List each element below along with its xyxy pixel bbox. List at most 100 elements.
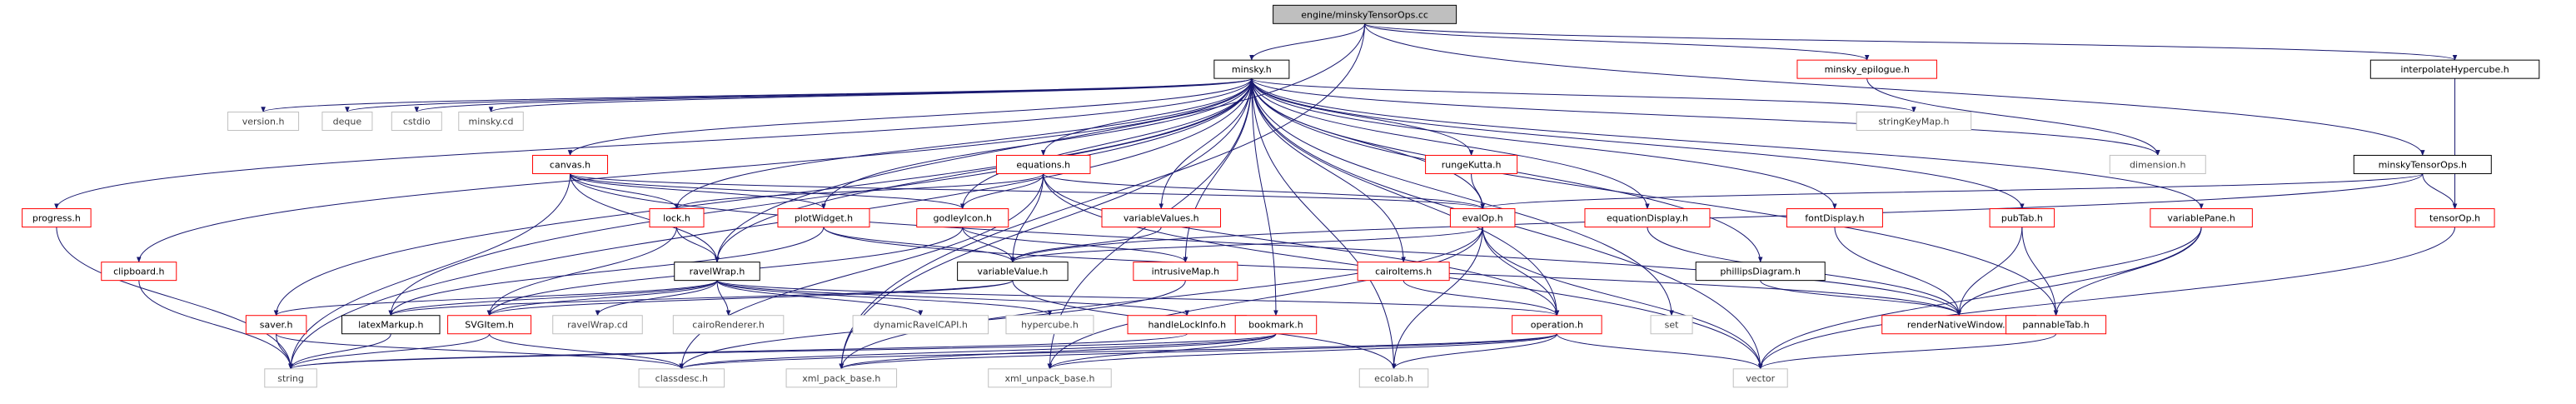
edge-variableValue_h-to-latexMarkup_h xyxy=(388,280,1014,317)
node-label: deque xyxy=(333,117,362,127)
node-box xyxy=(1786,208,1883,228)
node-pannableTab-h[interactable]: pannableTab.h xyxy=(2005,315,2107,335)
node-box xyxy=(1357,262,1450,282)
node-box xyxy=(264,368,317,388)
node-box xyxy=(1796,59,1937,79)
node-tensorOp-h[interactable]: tensorOp.h xyxy=(2414,208,2495,228)
node-box xyxy=(1650,315,1693,335)
edge-equations_h-to-godleyIcon_h xyxy=(959,173,1044,210)
node-canvas-h[interactable]: canvas.h xyxy=(532,154,609,174)
node-plotWidget-h[interactable]: plotWidget.h xyxy=(777,208,870,228)
node-equations-h[interactable]: equations.h xyxy=(995,154,1091,174)
node-label: rungeKutta.h xyxy=(1442,159,1502,170)
node-variablePane-h[interactable]: variablePane.h xyxy=(2150,208,2253,228)
node-minskyTensorOps-h[interactable]: minskyTensorOps.h xyxy=(2353,154,2492,174)
header-nodes: engine/minskyTensorOps.cc minsky.h minsky_… xyxy=(22,4,2540,388)
node-box xyxy=(101,262,177,282)
node-box xyxy=(2150,208,2253,228)
edge-variableValues_h-to-variableValue_h xyxy=(1010,227,1162,263)
edge-evalOp_h-to-variableValue_h xyxy=(1010,227,1483,263)
edge-SVGItem_h-to-classdesc_h xyxy=(489,333,685,370)
edge-equations_h-to-lock_h xyxy=(674,173,1044,210)
node-label: pannableTab.h xyxy=(2022,320,2089,331)
node-box xyxy=(1234,315,1318,335)
edge-minsky_h-to-minsky_cd xyxy=(488,77,1253,113)
node-intrusiveMap-h[interactable]: intrusiveMap.h xyxy=(1133,262,1238,282)
node-minsky-epilogue-h[interactable]: minsky_epilogue.h xyxy=(1796,59,1937,79)
node-latexMarkup-h[interactable]: latexMarkup.h xyxy=(341,315,441,335)
node-box xyxy=(995,154,1091,174)
node-progress-h[interactable]: progress.h xyxy=(22,208,92,228)
node-ravelWrap-h[interactable]: ravelWrap.h xyxy=(674,262,760,282)
node-evalOp-h[interactable]: evalOp.h xyxy=(1449,208,1516,228)
dependency-edges xyxy=(54,22,2458,370)
node-equationDisplay-h[interactable]: equationDisplay.h xyxy=(1584,208,1711,228)
node-label: vector xyxy=(1746,373,1775,384)
node-box xyxy=(1695,262,1826,282)
node-fontDisplay-h[interactable]: fontDisplay.h xyxy=(1786,208,1883,228)
node-label: stringKeyMap.h xyxy=(1878,117,1949,127)
node-box xyxy=(1358,368,1429,388)
node-label: SVGItem.h xyxy=(465,320,514,331)
node-label: ravelWrap.cd xyxy=(567,320,628,331)
node-box xyxy=(1005,315,1094,335)
node-set: set xyxy=(1650,315,1693,335)
node-version-h: version.h xyxy=(227,112,300,131)
node-ravelWrap-cd: ravelWrap.cd xyxy=(552,315,643,335)
node-xml-unpack-base-h: xml_unpack_base.h xyxy=(988,368,1112,388)
node-lock-h[interactable]: lock.h xyxy=(649,208,705,228)
node-box xyxy=(341,315,441,335)
edge-minsky_h-to-progress_h xyxy=(54,78,1253,210)
node-box xyxy=(988,368,1112,388)
node-saver-h[interactable]: saver.h xyxy=(245,315,307,335)
edge-ravelWrap_h-to-cairoRenderer_h xyxy=(716,280,731,317)
node-label: phillipsDiagram.h xyxy=(1720,267,1801,277)
node-pubTab-h[interactable]: pubTab.h xyxy=(1989,208,2055,228)
edge-ravelWrap_h-to-saver_h xyxy=(273,280,718,317)
node-cairoItems-h[interactable]: cairoItems.h xyxy=(1357,262,1450,282)
node-interpolateHypercube-h[interactable]: interpolateHypercube.h xyxy=(2369,59,2540,79)
node-engine-minskyTensorOps-cc[interactable]: engine/minskyTensorOps.cc xyxy=(1273,4,1457,24)
edge-minsky_h-to-canvas_h xyxy=(567,78,1253,157)
node-bookmark-h[interactable]: bookmark.h xyxy=(1234,315,1318,335)
edge-minsky_h-to-ecolab_h xyxy=(1251,78,1397,370)
node-minsky-h[interactable]: minsky.h xyxy=(1213,59,1290,79)
edge-engine_minskyTensorOps_cc-to-minsky_epilogue_h xyxy=(1364,22,1870,61)
node-label: renderNativeWindow.h xyxy=(1907,320,2011,331)
edge-variablePane_h-to-vector xyxy=(1757,227,2202,370)
edge-minskyTensorOps_h-to-evalOp_h xyxy=(1480,173,2424,210)
edge-operation_h-to-vector xyxy=(1556,333,1763,370)
edge-phillipsDiagram_h-to-renderNativeWindow_h xyxy=(1760,280,1961,317)
node-operation-h[interactable]: operation.h xyxy=(1512,315,1602,335)
node-label: latexMarkup.h xyxy=(358,320,423,331)
edge-pubTab_h-to-renderNativeWindow_h xyxy=(1956,227,2023,317)
edge-equations_h-to-operation_h xyxy=(1043,173,1560,317)
node-clipboard-h[interactable]: clipboard.h xyxy=(101,262,177,282)
node-vector: vector xyxy=(1732,368,1788,388)
node-variableValue-h[interactable]: variableValue.h xyxy=(957,262,1069,282)
node-box xyxy=(227,112,300,131)
node-label: progress.h xyxy=(32,213,81,224)
edge-pannableTab_h-to-vector xyxy=(1758,333,2057,370)
node-box xyxy=(957,262,1069,282)
node-godleyIcon-h[interactable]: godleyIcon.h xyxy=(916,208,1009,228)
node-rungeKutta-h[interactable]: rungeKutta.h xyxy=(1425,154,1518,174)
node-box xyxy=(458,112,524,131)
node-label: variablePane.h xyxy=(2167,213,2235,224)
node-ecolab-h: ecolab.h xyxy=(1358,368,1429,388)
edge-evalOp_h-to-operation_h xyxy=(1482,227,1560,317)
node-SVGItem-h[interactable]: SVGItem.h xyxy=(447,315,532,335)
edge-ravelWrap_h-to-SVGItem_h xyxy=(486,280,718,317)
node-string: string xyxy=(264,368,317,388)
node-variableValues-h[interactable]: variableValues.h xyxy=(1101,208,1222,228)
node-phillipsDiagram-h[interactable]: phillipsDiagram.h xyxy=(1695,262,1826,282)
edge-rungeKutta_h-to-evalOp_h xyxy=(1471,173,1485,210)
node-label: cairoItems.h xyxy=(1375,267,1432,277)
edge-canvas_h-to-renderNativeWindow_h xyxy=(570,173,1961,317)
edge-tensorOp_h-to-vector xyxy=(1757,227,2456,370)
node-stringKeyMap-h: stringKeyMap.h xyxy=(1856,112,1972,131)
node-handleLockInfo-h[interactable]: handleLockInfo.h xyxy=(1127,315,1248,335)
edge-bookmark_h-to-xml_pack_base_h xyxy=(839,333,1277,370)
edge-bookmark_h-to-classdesc_h xyxy=(679,333,1277,370)
node-label: tensorOp.h xyxy=(2429,213,2480,224)
